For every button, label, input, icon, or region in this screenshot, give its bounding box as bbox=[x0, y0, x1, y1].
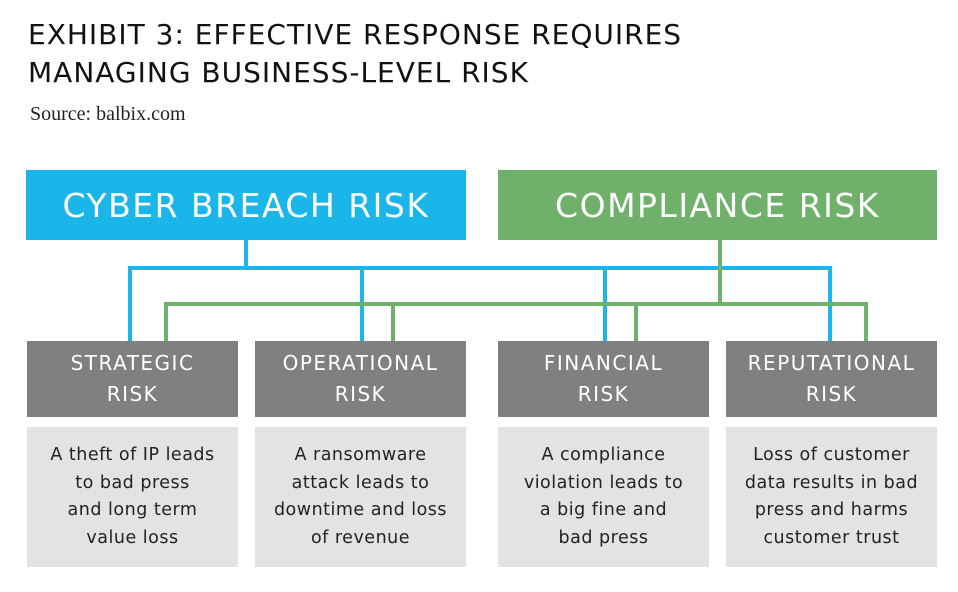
financial-risk-description: A compliance violation leads to a big fi… bbox=[498, 427, 709, 567]
compliance-connector-lines bbox=[164, 240, 868, 341]
source-note: Source: balbix.com bbox=[30, 103, 186, 125]
operational-risk-box: OPERATIONAL RISK bbox=[255, 341, 466, 417]
reputational-risk-box: REPUTATIONAL RISK bbox=[726, 341, 937, 417]
financial-risk-box: FINANCIAL RISK bbox=[498, 341, 709, 417]
cyber-connector-lines bbox=[128, 240, 832, 341]
cyber-breach-risk-box: CYBER BREACH RISK bbox=[26, 170, 466, 240]
exhibit-title: EXHIBIT 3: EFFECTIVE RESPONSE REQUIRES M… bbox=[28, 18, 683, 89]
operational-risk-description: A ransomware attack leads to downtime an… bbox=[255, 427, 466, 567]
compliance-connector-1 bbox=[164, 302, 868, 341]
compliance-risk-box: COMPLIANCE RISK bbox=[498, 170, 937, 240]
strategic-risk-box: STRATEGIC RISK bbox=[27, 341, 238, 417]
strategic-risk-description: A theft of IP leads to bad press and lon… bbox=[27, 427, 238, 567]
reputational-risk-description: Loss of customer data results in bad pre… bbox=[726, 427, 937, 567]
